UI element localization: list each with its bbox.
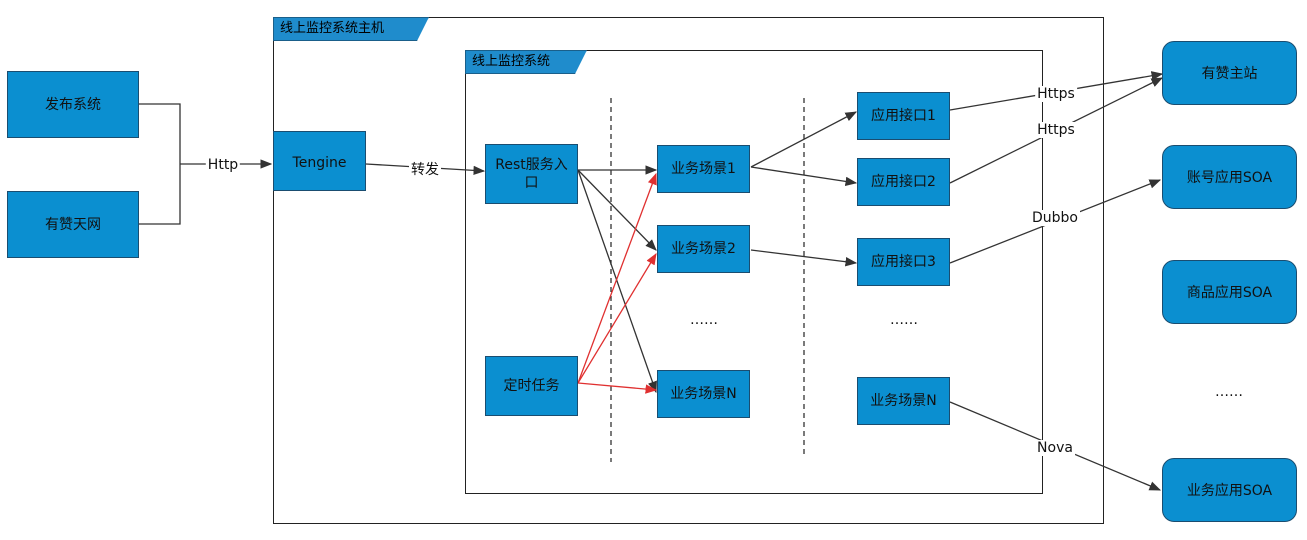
youzan-tianwang-node: 有赞天网 xyxy=(7,191,139,258)
youzan-tianwang-label: 有赞天网 xyxy=(45,216,101,233)
tengine-label: Tengine xyxy=(292,155,347,171)
edge-publish xyxy=(139,103,181,225)
dubbo-edge-label: Dubbo xyxy=(1030,210,1080,226)
host-frame xyxy=(273,17,1104,524)
interface-1-label: 应用接口1 xyxy=(871,108,936,124)
scene-1-label: 业务场景1 xyxy=(671,161,736,177)
edge-rest-s2 xyxy=(577,169,657,251)
product-soa-node: 商品应用SOA xyxy=(1162,260,1297,324)
target-ellipsis: …… xyxy=(1215,384,1243,400)
rest-entry-label: Rest服务入口 xyxy=(495,157,568,191)
interface-2-node: 应用接口2 xyxy=(857,158,950,206)
nova-edge-label: Nova xyxy=(1035,440,1075,456)
scene-2-node: 业务场景2 xyxy=(657,225,750,273)
product-soa-label: 商品应用SOA xyxy=(1186,285,1273,301)
https-edge-label-2: Https xyxy=(1035,122,1077,138)
scene-2-label: 业务场景2 xyxy=(671,241,736,257)
interface-2-label: 应用接口2 xyxy=(871,174,936,190)
main-site-node: 有赞主站 xyxy=(1162,41,1297,105)
interface-scene-n-label: 业务场景N xyxy=(870,393,937,409)
interface-scene-n-node: 业务场景N xyxy=(857,377,950,425)
rest-entry-node: Rest服务入口 xyxy=(485,144,578,204)
interface-ellipsis: …… xyxy=(890,312,918,328)
system-frame xyxy=(465,50,1043,494)
edge-s2-i3 xyxy=(750,249,858,267)
https-edge-label-1: Https xyxy=(1035,86,1077,102)
business-soa-label: 业务应用SOA xyxy=(1186,483,1273,499)
forward-edge-label: 转发 xyxy=(409,159,441,179)
edge-timer-s2 xyxy=(577,252,657,384)
tengine-node: Tengine xyxy=(273,131,366,191)
business-soa-node: 业务应用SOA xyxy=(1162,458,1297,522)
timer-task-label: 定时任务 xyxy=(503,378,560,394)
http-edge-label: Http xyxy=(205,157,241,173)
interface-1-node: 应用接口1 xyxy=(857,92,950,140)
edge-rest-sn xyxy=(577,169,657,394)
scene-1-node: 业务场景1 xyxy=(657,145,750,193)
interface-3-node: 应用接口3 xyxy=(857,238,950,286)
edge-timer-sn xyxy=(577,382,658,394)
host-frame-label: 线上监控系统主机 xyxy=(273,17,429,41)
edge-s1-i1 xyxy=(750,111,858,168)
interface-3-label: 应用接口3 xyxy=(871,254,936,270)
scene-ellipsis: …… xyxy=(690,312,718,328)
scene-n-node: 业务场景N xyxy=(657,370,750,418)
scene-n-label: 业务场景N xyxy=(670,386,737,402)
system-frame-label: 线上监控系统 xyxy=(465,50,587,74)
account-soa-node: 账号应用SOA xyxy=(1162,145,1297,209)
publish-system-node: 发布系统 xyxy=(7,71,139,138)
edge-timer-s1 xyxy=(577,172,657,384)
main-site-label: 有赞主站 xyxy=(1201,66,1258,82)
account-soa-label: 账号应用SOA xyxy=(1186,170,1273,186)
edge-s1-i2 xyxy=(750,166,858,187)
timer-task-node: 定时任务 xyxy=(485,356,578,416)
publish-system-label: 发布系统 xyxy=(45,96,101,113)
